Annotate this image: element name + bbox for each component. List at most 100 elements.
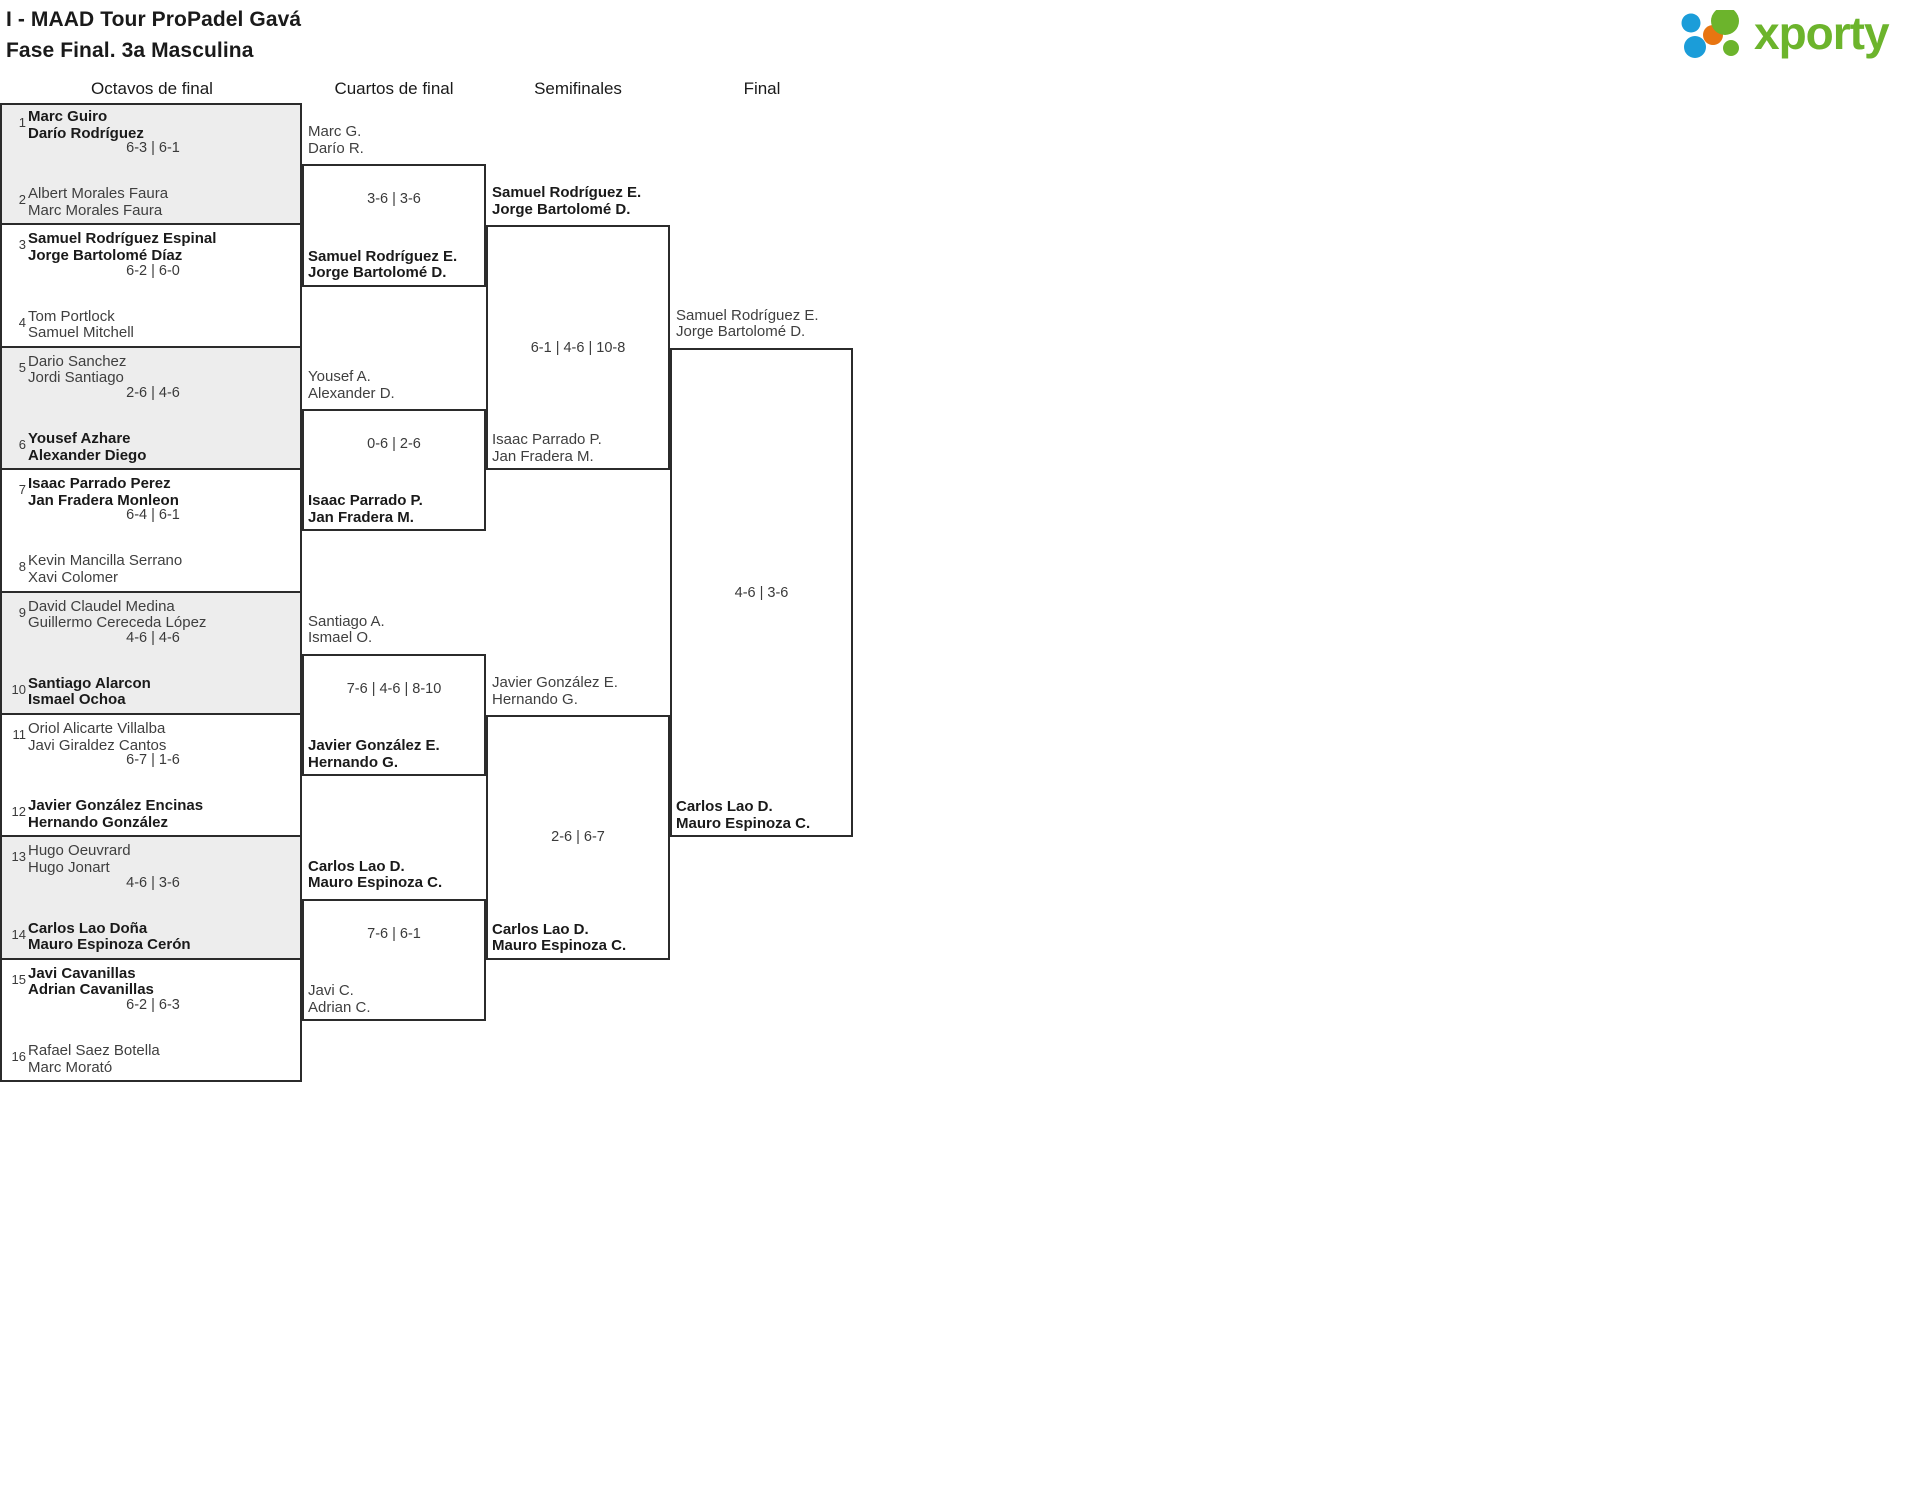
- seed-number: 11: [12, 727, 27, 742]
- match-score: 6-2 | 6-0: [126, 262, 180, 279]
- seed-number: 13: [11, 849, 26, 865]
- player-1: Javier González E.: [492, 674, 618, 691]
- player-2: Hernando G.: [492, 690, 578, 708]
- bracket-slot-r16[interactable]: [0, 409, 302, 471]
- player-2: Adrian Cavanillas: [28, 981, 154, 999]
- team-names: Javier González E.Hernando G.: [492, 674, 672, 708]
- connector-qf: [302, 898, 486, 1021]
- player-1: Santiago A.: [308, 612, 385, 630]
- player-2: Marc Morales Faura: [28, 201, 163, 219]
- player-1: Yousef A.: [308, 368, 371, 385]
- player-2: Alexander D.: [308, 384, 395, 402]
- player-1: Samuel Rodríguez E.: [492, 184, 642, 202]
- seed-number: 10: [11, 681, 26, 697]
- logo-dots-icon: [1681, 10, 1739, 58]
- bracket-slot-r16[interactable]: [0, 225, 302, 287]
- seed-number: 14: [11, 926, 26, 942]
- bracket-slot-r16[interactable]: [0, 653, 302, 715]
- seed-number: 8: [18, 559, 26, 575]
- player-2: Javi Giraldez Cantos: [28, 736, 167, 754]
- player-1: Samuel Rodríguez E.: [308, 247, 458, 265]
- player-2: Jorge Bartolomé D.: [492, 200, 631, 218]
- xporty-logo: xporty: [1680, 7, 1902, 60]
- match-score: 7-6 | 6-1: [367, 925, 421, 942]
- player-1: Javier González E.: [308, 737, 440, 755]
- player-1: Carlos Lao Doña: [28, 919, 148, 937]
- player-1: Santiago Alarcon: [28, 674, 151, 692]
- team-names: Marc G.Darío R.: [308, 124, 488, 157]
- player-1: Samuel Rodríguez Espinal: [28, 230, 217, 248]
- bracket-slot-r16[interactable]: [0, 837, 302, 899]
- player-2: Ismael Ochoa: [28, 691, 126, 709]
- player-2: Guillermo Cereceda López: [28, 614, 207, 632]
- tournament-name: I - MAAD Tour ProPadel Gavá: [6, 8, 302, 31]
- bracket-slot-r16[interactable]: [0, 715, 302, 777]
- connector-qf: [302, 164, 486, 287]
- match-score: 2-6 | 6-7: [551, 829, 605, 846]
- match-score: 6-7 | 1-6: [126, 752, 180, 769]
- connector-qf: [302, 653, 486, 777]
- player-2: Mauro Espinoza C.: [676, 814, 811, 832]
- bracket-slot-r16[interactable]: [0, 103, 302, 165]
- player-1: Dario Sanchez: [28, 352, 127, 370]
- team-names: Isaac Parrado P.Jan Fradera M.: [308, 493, 488, 526]
- seed-number: 7: [18, 482, 26, 498]
- round-header-r16: Octavos de final: [91, 79, 213, 98]
- bracket-slot-r16[interactable]: [0, 1021, 302, 1083]
- player-2: Jan Fradera M.: [308, 508, 414, 526]
- player-1: Rafael Saez Botella: [28, 1042, 160, 1059]
- team-names: Yousef A.Alexander D.: [308, 368, 488, 402]
- player-1: Javier González Encinas: [28, 797, 204, 815]
- seed-number: 1: [18, 115, 26, 130]
- player-1: Carlos Lao D.: [676, 798, 773, 816]
- tournament-phase: Fase Final. 3a Masculina: [6, 39, 254, 62]
- player-1: Isaac Parrado Perez: [28, 475, 171, 493]
- player-2: Mauro Espinoza C.: [308, 874, 443, 892]
- connector-sf: [486, 715, 670, 960]
- bracket-slot-r16[interactable]: [0, 592, 302, 654]
- bracket-slot-r16[interactable]: [0, 531, 302, 593]
- team-names: Santiago A.Ismael O.: [308, 612, 488, 647]
- player-1: Javi C.: [308, 982, 354, 999]
- connector-qf: [302, 409, 486, 532]
- team-names: Samuel Rodríguez E.Jorge Bartolomé D.: [492, 185, 672, 218]
- bracket-slot-r16[interactable]: [0, 286, 302, 348]
- bracket-slot-r16[interactable]: [0, 776, 302, 838]
- bracket-slot-r16[interactable]: [0, 959, 302, 1021]
- bracket-slot-r16[interactable]: [0, 898, 302, 960]
- player-1: Marc G.: [308, 123, 362, 141]
- team-names: Isaac Parrado P.Jan Fradera M.: [492, 432, 672, 465]
- player-2: Jorge Bartolomé D.: [308, 264, 447, 282]
- match-score: 6-4 | 6-1: [126, 507, 180, 524]
- player-2: Alexander Diego: [28, 446, 147, 464]
- team-names: Carlos Lao D.Mauro Espinoza C.: [492, 921, 672, 955]
- match-score: 3-6 | 3-6: [367, 191, 421, 208]
- player-1: Marc Guiro: [28, 108, 108, 125]
- bracket-slot-r16[interactable]: [0, 470, 302, 532]
- seed-number: 12: [11, 804, 26, 820]
- bracket-slot-r16[interactable]: [0, 347, 302, 409]
- page-title: I - MAAD Tour ProPadel Gavá Fase Final. …: [6, 4, 301, 66]
- player-2: Hernando G.: [308, 753, 399, 771]
- seed-number: 2: [18, 192, 26, 208]
- player-2: Adrian C.: [308, 998, 371, 1016]
- seed-number: 6: [18, 437, 26, 452]
- player-1: Hugo Oeuvrard: [28, 842, 131, 860]
- player-1: Carlos Lao D.: [308, 857, 405, 875]
- round-header-sf: Semifinales: [534, 79, 622, 98]
- match-score: 6-1 | 4-6 | 10-8: [530, 339, 626, 356]
- bracket-slot-r16[interactable]: [0, 164, 302, 226]
- round-header-qf: Cuartos de final: [334, 79, 454, 98]
- connector-sf: [486, 225, 670, 471]
- match-score: 4-6 | 3-6: [734, 584, 789, 601]
